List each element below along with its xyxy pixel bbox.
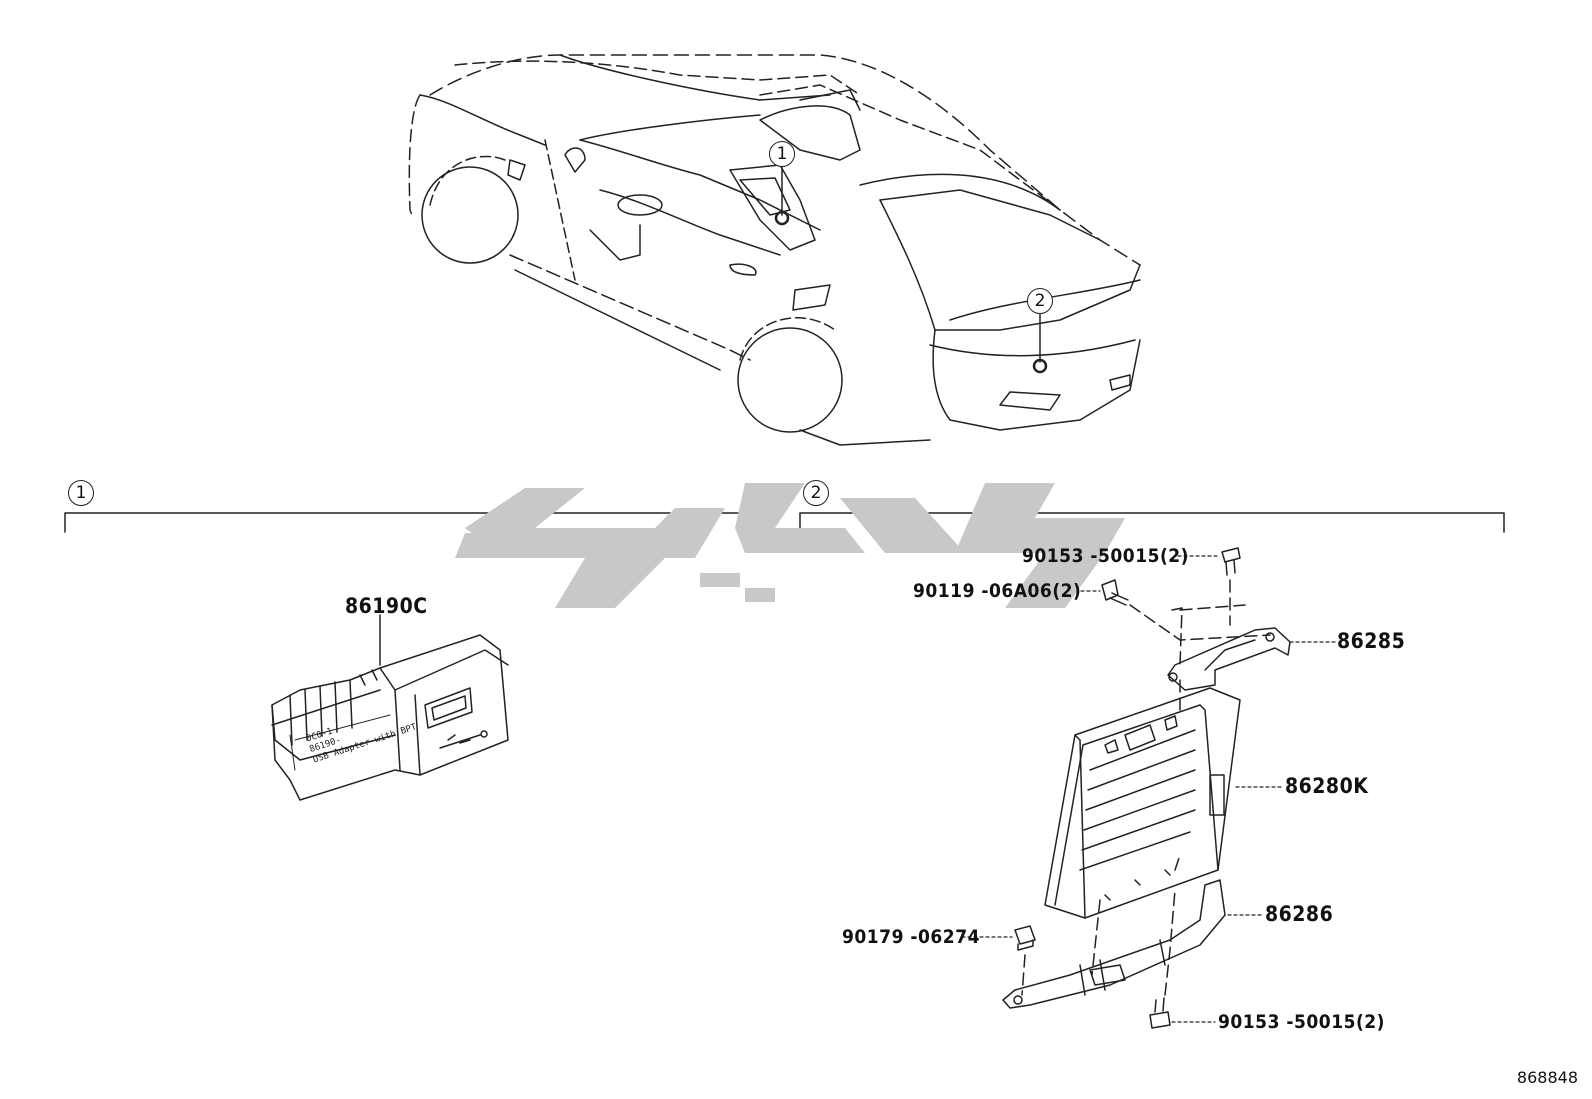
assembly-lines — [1021, 579, 1271, 996]
callout-bolt-top[interactable]: 90153 -50015(2) — [1022, 545, 1189, 567]
screw-illustration — [1101, 579, 1129, 606]
bolt-bottom-illustration — [1149, 997, 1171, 1029]
diagram-number: 868848 — [1516, 1068, 1578, 1087]
nut-illustration — [1014, 925, 1036, 951]
lower-bracket-illustration — [1002, 879, 1226, 1009]
vehicle-marker-1: 1 — [769, 141, 795, 167]
bolt-top-illustration — [1221, 547, 1241, 576]
vehicle-illustration — [408, 54, 1141, 446]
leader-lines — [961, 555, 1336, 1023]
section-1-bracket — [64, 512, 769, 533]
vehicle-marker-2: 2 — [1027, 288, 1053, 314]
callout-nut[interactable]: 90179 -06274 — [842, 926, 980, 948]
callout-bracket-lower[interactable]: 86286 — [1265, 902, 1334, 926]
callout-bolt-bottom[interactable]: 90153 -50015(2) — [1218, 1011, 1385, 1033]
callout-usb-adapter[interactable]: 86190C — [345, 594, 428, 618]
section-marker-1: 1 — [68, 480, 94, 506]
callout-bracket-upper[interactable]: 86285 — [1337, 629, 1406, 653]
upper-bracket-illustration — [1167, 627, 1291, 691]
usb-adapter-illustration — [271, 614, 509, 801]
section-marker-2: 2 — [803, 480, 829, 506]
callout-screw[interactable]: 90119 -06A06(2) — [913, 580, 1082, 602]
amplifier-illustration — [1044, 687, 1241, 919]
section-2-bracket — [799, 512, 1505, 533]
callout-amplifier[interactable]: 86280K — [1285, 774, 1369, 798]
